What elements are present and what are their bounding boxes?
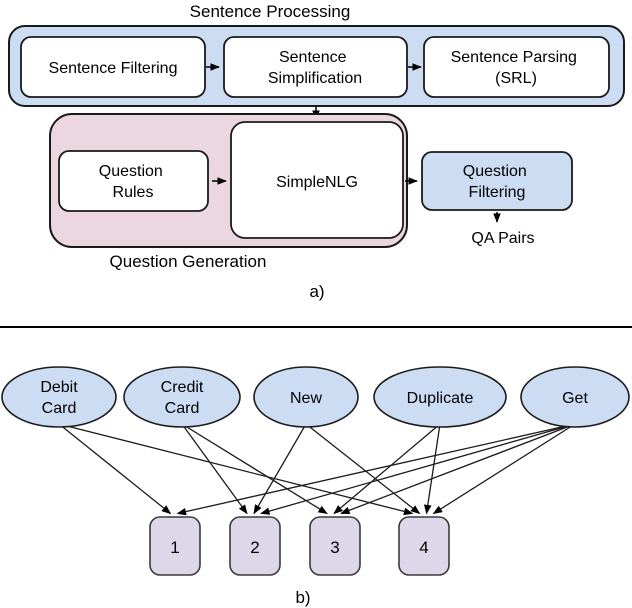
edge-debit_card-to-4 bbox=[58, 423, 414, 516]
slot-label-1: 1 bbox=[170, 538, 179, 557]
intent-node-get bbox=[520, 366, 630, 428]
edge-credit_card-to-3 bbox=[181, 423, 328, 515]
question-filtering-box bbox=[421, 151, 573, 211]
part-a-title: Sentence Processing bbox=[190, 2, 351, 21]
question-generation-label: Question Generation bbox=[110, 252, 267, 271]
simplenlg-label: SimpleNLG bbox=[276, 174, 358, 191]
slot-box-2 bbox=[229, 516, 281, 576]
qa-pairs-label: QA Pairs bbox=[471, 230, 534, 247]
part-a-caption: a) bbox=[309, 282, 324, 301]
intent-node-duplicate bbox=[373, 366, 507, 428]
edge-debit_card-to-1 bbox=[58, 423, 172, 515]
sentence-simplification-label: Sentence Simplification bbox=[268, 49, 362, 87]
edge-get-to-1 bbox=[176, 423, 576, 516]
intent-label-get: Get bbox=[562, 390, 588, 407]
intent-slot-edges bbox=[58, 423, 576, 516]
slot-label-3: 3 bbox=[330, 538, 339, 557]
intent-node-new bbox=[253, 366, 359, 428]
slot-box-4 bbox=[398, 516, 450, 576]
question-rules-label: Question Rules bbox=[99, 163, 168, 201]
intent-node-credit_card bbox=[123, 366, 241, 428]
edge-new-to-4 bbox=[305, 423, 421, 515]
slot-label-4: 4 bbox=[419, 538, 428, 557]
intent-label-new: New bbox=[290, 390, 322, 407]
slot-box-3 bbox=[309, 516, 361, 576]
edge-get-to-4 bbox=[432, 423, 576, 515]
sentence-simplification-box bbox=[223, 36, 408, 98]
sentence-filtering-box bbox=[20, 36, 206, 98]
simplenlg-box bbox=[230, 121, 404, 239]
slot-box-1 bbox=[149, 516, 201, 576]
edge-credit_card-to-2 bbox=[181, 423, 248, 515]
slot-label-2: 2 bbox=[250, 538, 259, 557]
question-rules-box bbox=[58, 150, 209, 212]
intent-node-debit_card bbox=[1, 366, 117, 428]
part-b-caption: b) bbox=[295, 588, 310, 607]
intent-label-duplicate: Duplicate bbox=[407, 390, 474, 407]
sentence-parsing-box bbox=[423, 36, 610, 98]
edge-get-to-2 bbox=[260, 423, 576, 515]
edge-new-to-2 bbox=[253, 423, 307, 515]
slot-nodes: 1 2 3 4 bbox=[149, 516, 450, 576]
edge-get-to-3 bbox=[340, 423, 576, 515]
edge-duplicate-to-3 bbox=[333, 423, 441, 515]
sentence-parsing-label: Sentence Parsing (SRL) bbox=[451, 49, 582, 87]
sentence-filtering-label: Sentence Filtering bbox=[49, 60, 178, 77]
edge-duplicate-to-4 bbox=[424, 423, 441, 515]
question-filtering-label: Question Filtering bbox=[463, 163, 532, 201]
